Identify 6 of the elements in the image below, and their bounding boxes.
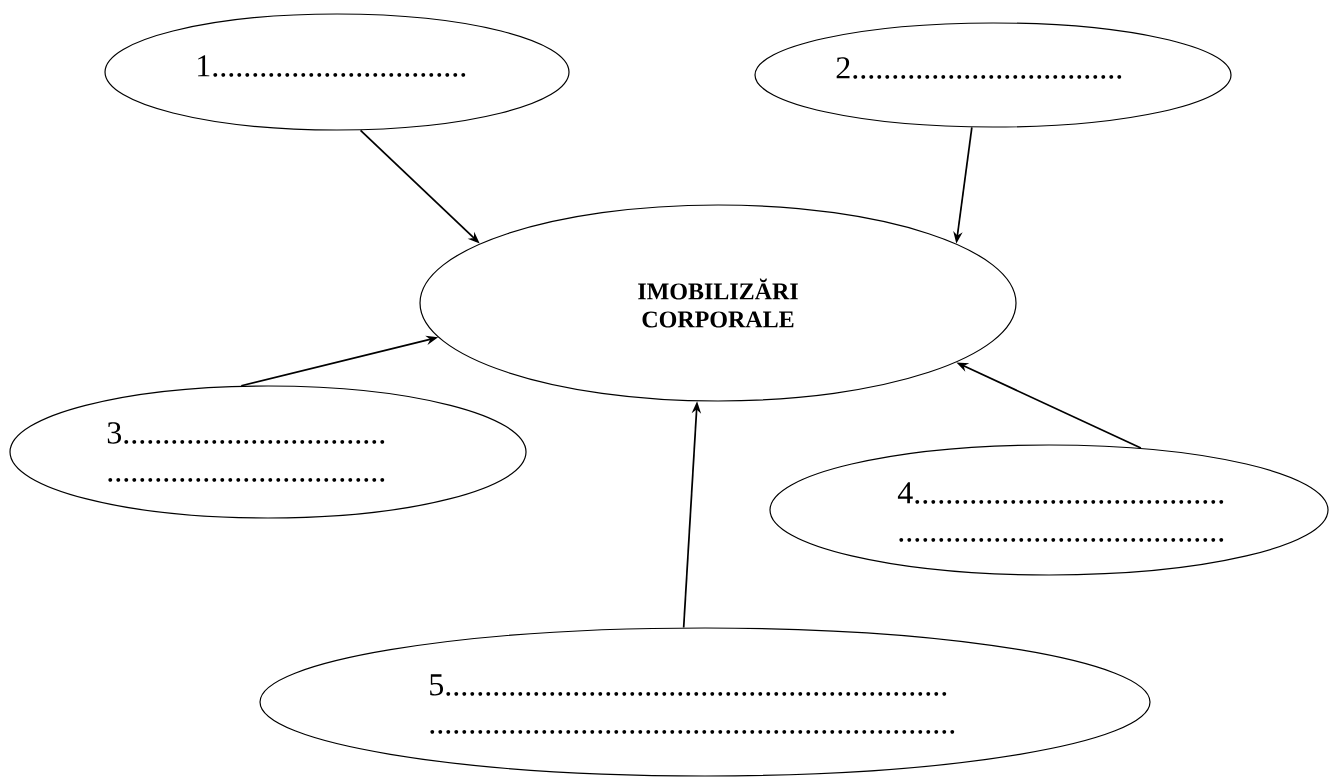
ellipse-node: 2.................................. [754, 22, 1232, 128]
ellipse-node: 5............................................................... .................................................................. [259, 627, 1151, 777]
ellipse-node: 4....................................... ......................................... [769, 444, 1329, 576]
ellipse-node: 1................................ [104, 13, 570, 131]
ellipse-node: IMOBILIZĂRI CORPORALE [419, 204, 1017, 402]
ellipse-node: 3................................. ................................... [9, 385, 527, 519]
